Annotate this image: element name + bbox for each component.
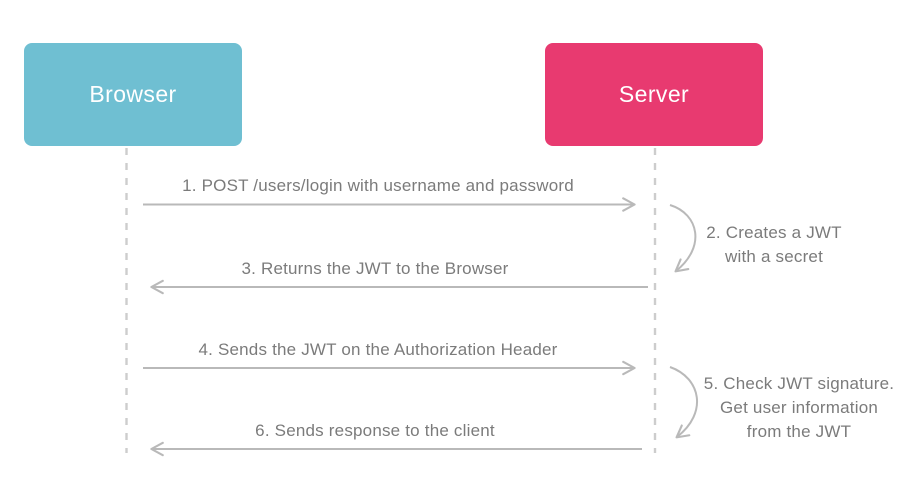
note-line: with a secret: [724, 247, 824, 266]
note-line: 2. Creates a JWT: [706, 223, 842, 242]
actor-label-server: Server: [618, 81, 690, 107]
self-arrow-5: [669, 366, 699, 439]
server-note-2: 2. Creates a JWT with a secret: [706, 221, 841, 269]
actor-label-browser: Browser: [89, 81, 177, 107]
message-label-6: 6. Sends response to the client: [255, 421, 495, 440]
note-line: from the JWT: [746, 422, 852, 441]
actor-box-browser: Browser: [24, 43, 242, 146]
message-label-4: 4. Sends the JWT on the Authorization He…: [198, 340, 558, 359]
actor-box-server: Server: [545, 43, 763, 146]
self-arrow-2: [669, 204, 697, 273]
server-note-5: 5. Check JWT signature. Get user informa…: [704, 372, 894, 444]
message-label-1: 1. POST /users/login with username and p…: [182, 176, 574, 195]
note-line: Get user information: [719, 398, 879, 417]
note-line: 5. Check JWT signature.: [703, 374, 895, 393]
message-label-3: 3. Returns the JWT to the Browser: [241, 259, 509, 278]
